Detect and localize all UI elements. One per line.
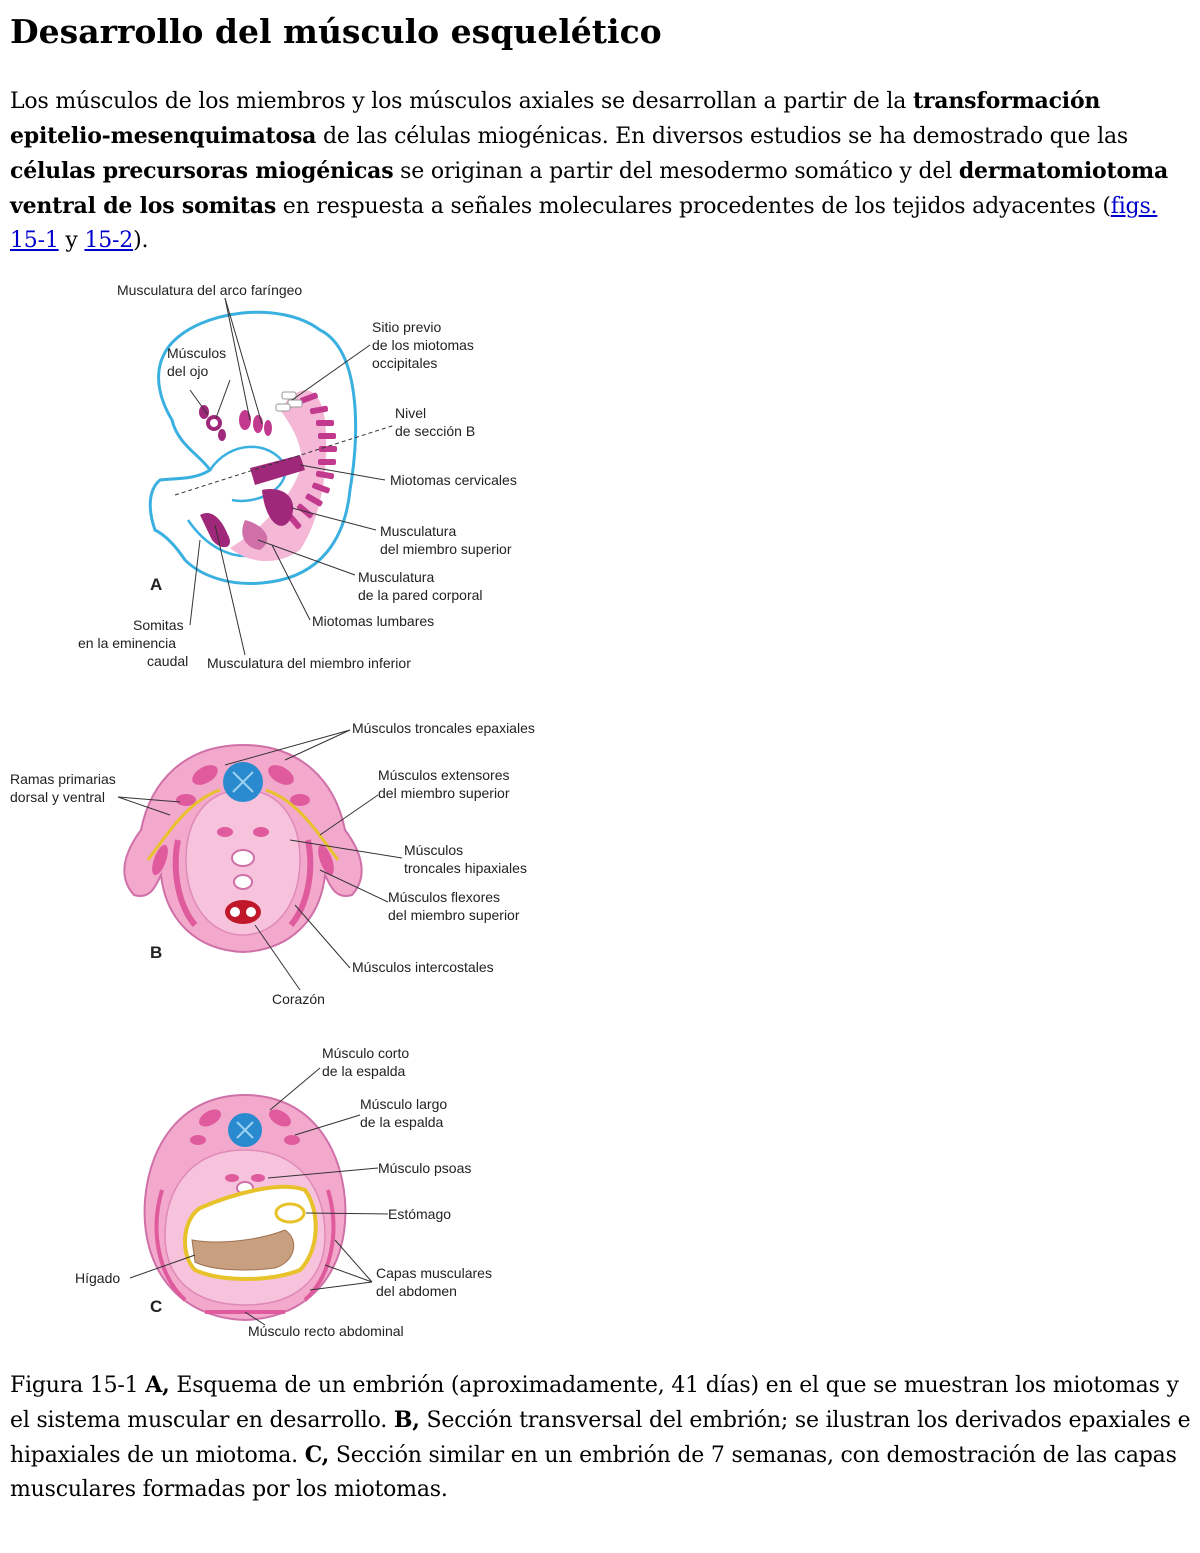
labels-c: Músculo corto de la espalda Músculo larg… [75,1045,492,1339]
label-hipaxiales: Músculos [404,842,463,858]
label-pared: de la pared corporal [358,587,483,603]
embryo-outline [148,310,358,585]
label-cervicales: Miotomas cervicales [390,472,517,488]
label-estomago: Estómago [388,1206,451,1222]
caption-text: Sección transversal del embrión; se ilus… [10,1408,1191,1468]
panel-c-section: C Músculo corto de la espalda Músculo la… [75,1045,492,1339]
label-capas: Capas musculares [376,1265,492,1281]
leader-lines-c [129,1067,389,1326]
figure-caption: Figura 15-1 A, Esquema de un embrión (ap… [10,1368,1195,1507]
caption-text: Esquema de un embrión (aproximadamente, … [10,1373,1179,1433]
label-corazon: Corazón [272,991,325,1007]
intro-text: ). [133,228,149,253]
label-sitio: de los miotomas [372,337,474,353]
label-miembro-superior: Musculatura [380,523,456,539]
label-lumbares: Miotomas lumbares [312,613,434,629]
label-psoas: Músculo psoas [378,1160,471,1176]
label-recto: Músculo recto abdominal [248,1323,404,1339]
label-ojo: Músculos [167,345,226,361]
leader-lines-b [117,729,403,991]
panel-c-letter: C [150,1297,162,1316]
labels-b: Músculos troncales epaxiales Ramas prima… [10,720,535,1007]
label-flexores: Músculos flexores [388,889,500,905]
link-fig-15-2[interactable]: 15-2 [84,228,134,253]
label-hipaxiales: troncales hipaxiales [404,860,527,876]
notochord [231,849,255,867]
label-sitio: occipitales [372,355,437,371]
aorta [233,874,253,890]
intro-bold: transformación epitelio-mesenquimatosa [10,88,1101,149]
label-arco: Musculatura del arco faríngeo [117,282,302,298]
intro-text: y [58,228,85,253]
panel-b-section: B Músculos troncales epaxiales Ramas pri… [10,720,535,1007]
heart [225,900,261,924]
label-somitas: en la eminencia [78,635,176,651]
stomach [274,1202,306,1224]
back-muscles [190,1109,300,1182]
nerve-branches [146,788,340,861]
body-tissue [230,390,327,562]
panel-a-embryo: A Musculatura del arco faríngeo Músculos… [78,282,517,671]
neural-canal [236,1121,254,1139]
label-largo: Músculo largo [360,1096,447,1112]
intro-text: Los músculos de los miembros y los múscu… [10,89,913,114]
lower-limb-muscle [200,512,230,548]
panel-b-letter: B [150,943,162,962]
label-nivel: de sección B [395,423,475,439]
occipital-myotomes [275,391,303,412]
intro-text: se originan a partir del mesodermo somát… [393,159,959,184]
page-title: Desarrollo del músculo esquelético [10,12,662,51]
label-largo: de la espalda [360,1114,444,1130]
label-higado: Hígado [75,1270,120,1286]
intro-bold: células precursoras miogénicas [10,158,394,184]
label-ramas: Ramas primarias [10,771,116,787]
label-sitio: Sitio previo [372,319,441,335]
upper-limb-muscle [262,489,294,526]
intro-bold: dermatomiotoma ventral de los somitas [10,158,1169,219]
somite-row [286,392,337,530]
label-extensores: del miembro superior [378,785,510,801]
label-somitas: caudal [147,653,188,669]
label-miembro-inferior: Musculatura del miembro inferior [207,655,411,671]
caption-bold: A, [145,1372,170,1398]
label-pared: Musculatura [358,569,434,585]
label-miembro-superior: del miembro superior [380,541,512,557]
leader-lines-a [189,297,386,656]
caption-bold: B, [393,1407,420,1433]
body-wall-muscle [242,520,268,550]
label-epaxiales: Músculos troncales epaxiales [352,720,535,736]
intro-text: de las células miogénicas. En diversos e… [316,124,1128,149]
label-extensores: Músculos extensores [378,767,510,783]
intro-text: en respuesta a señales moleculares proce… [276,194,1111,219]
label-nivel: Nivel [395,405,426,421]
caption-text: Figura 15-1 [10,1373,146,1398]
section-level-line [174,424,396,496]
link-fig-15-1[interactable]: figs. 15-1 [10,194,1158,253]
liver [191,1229,295,1271]
cervical-myotomes [250,455,305,485]
label-intercostales: Músculos intercostales [352,959,494,975]
label-capas: del abdomen [376,1283,457,1299]
label-flexores: del miembro superior [388,907,520,923]
figure-15-1: A Musculatura del arco faríngeo Músculos… [10,282,535,1339]
label-ramas: dorsal y ventral [10,789,105,805]
label-ojo: del ojo [167,363,208,379]
label-corto: de la espalda [322,1063,406,1079]
intro-paragraph: Los músculos de los miembros y los múscu… [10,84,1195,258]
caption-bold: C, [304,1442,330,1468]
neural-canal [232,771,254,793]
labels-a: Musculatura del arco faríngeo Músculos d… [78,282,517,671]
label-somitas: Somitas [133,617,184,633]
eye-muscles [199,405,226,441]
label-corto: Músculo corto [322,1045,409,1061]
pharyngeal-arch-muscles [239,410,272,436]
muscle-masses-b [152,765,334,927]
caption-text: Sección similar en un embrión de 7 seman… [10,1443,1177,1502]
panel-a-letter: A [150,575,162,594]
